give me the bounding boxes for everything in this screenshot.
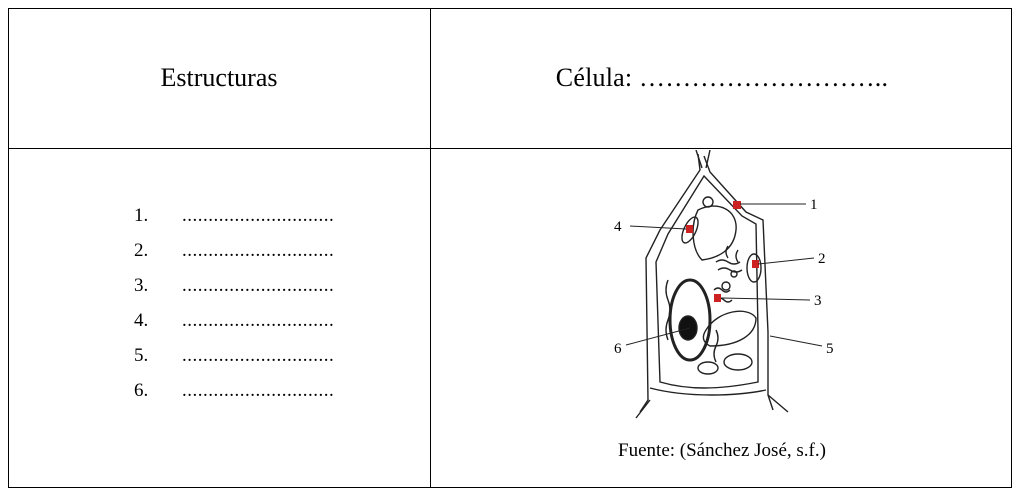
header-cell: Célula: ………………………..	[432, 8, 1012, 148]
table-row-divider	[8, 148, 1012, 149]
list-item: 6. .............................	[134, 373, 334, 408]
list-item-number: 5.	[134, 344, 149, 366]
label-4: 4	[614, 219, 622, 235]
header-cell-text: Célula: ………………………..	[555, 63, 889, 92]
list-item: 3. .............................	[134, 268, 334, 303]
nucleolus	[678, 315, 698, 341]
header-structures-text: Estructuras	[160, 63, 278, 92]
table-border-bottom	[8, 487, 1012, 488]
label-1: 1	[810, 197, 818, 213]
cell-membrane	[655, 174, 759, 389]
list-item-number: 4.	[134, 309, 149, 331]
chloroplast	[746, 253, 762, 283]
figure-caption: Fuente: (Sánchez José, s.f.)	[618, 440, 826, 461]
table-border-right	[1011, 8, 1012, 488]
header-structures: Estructuras	[8, 8, 430, 148]
plant-cell-diagram: 1 2 3 4 5 6	[614, 150, 834, 419]
vacuole-lower	[702, 310, 757, 347]
list-item-blank: .............................	[182, 204, 335, 226]
table-border-top	[8, 8, 1012, 9]
marker-3	[714, 294, 721, 302]
marker-1	[733, 201, 741, 209]
structure-list: 1. ............................. 2. ....…	[134, 198, 334, 408]
list-item: 5. .............................	[134, 338, 334, 373]
label-6: 6	[614, 341, 622, 357]
leader-3	[721, 297, 811, 301]
table-column-divider	[430, 8, 431, 488]
list-item-number: 1.	[134, 204, 149, 226]
leader-5	[769, 335, 823, 347]
list-item-blank: .............................	[182, 344, 335, 366]
marker-4	[686, 225, 693, 233]
list-item-number: 2.	[134, 239, 149, 261]
marker-2	[752, 260, 759, 268]
list-item-number: 3.	[134, 274, 149, 296]
label-3: 3	[814, 293, 822, 309]
mitochondrion	[697, 361, 719, 375]
list-item: 2. .............................	[134, 233, 334, 268]
leader-4	[629, 225, 687, 230]
label-5: 5	[826, 341, 834, 357]
table-border-left	[8, 8, 9, 488]
chloroplast	[723, 353, 753, 371]
cell-wall-bottom	[649, 387, 767, 396]
nucleus	[668, 278, 712, 362]
label-2: 2	[818, 251, 826, 267]
list-item: 4. .............................	[134, 303, 334, 338]
list-item-blank: .............................	[182, 309, 335, 331]
vacuole	[692, 205, 737, 261]
leader-6	[625, 327, 691, 346]
list-item-blank: .............................	[182, 239, 335, 261]
cell-wall-outer-left	[639, 153, 701, 413]
list-item: 1. .............................	[134, 198, 334, 233]
list-item-blank: .............................	[182, 274, 335, 296]
list-item-blank: .............................	[182, 379, 335, 401]
chloroplast	[681, 216, 699, 244]
leader-2	[757, 257, 815, 265]
list-item-number: 6.	[134, 379, 149, 401]
